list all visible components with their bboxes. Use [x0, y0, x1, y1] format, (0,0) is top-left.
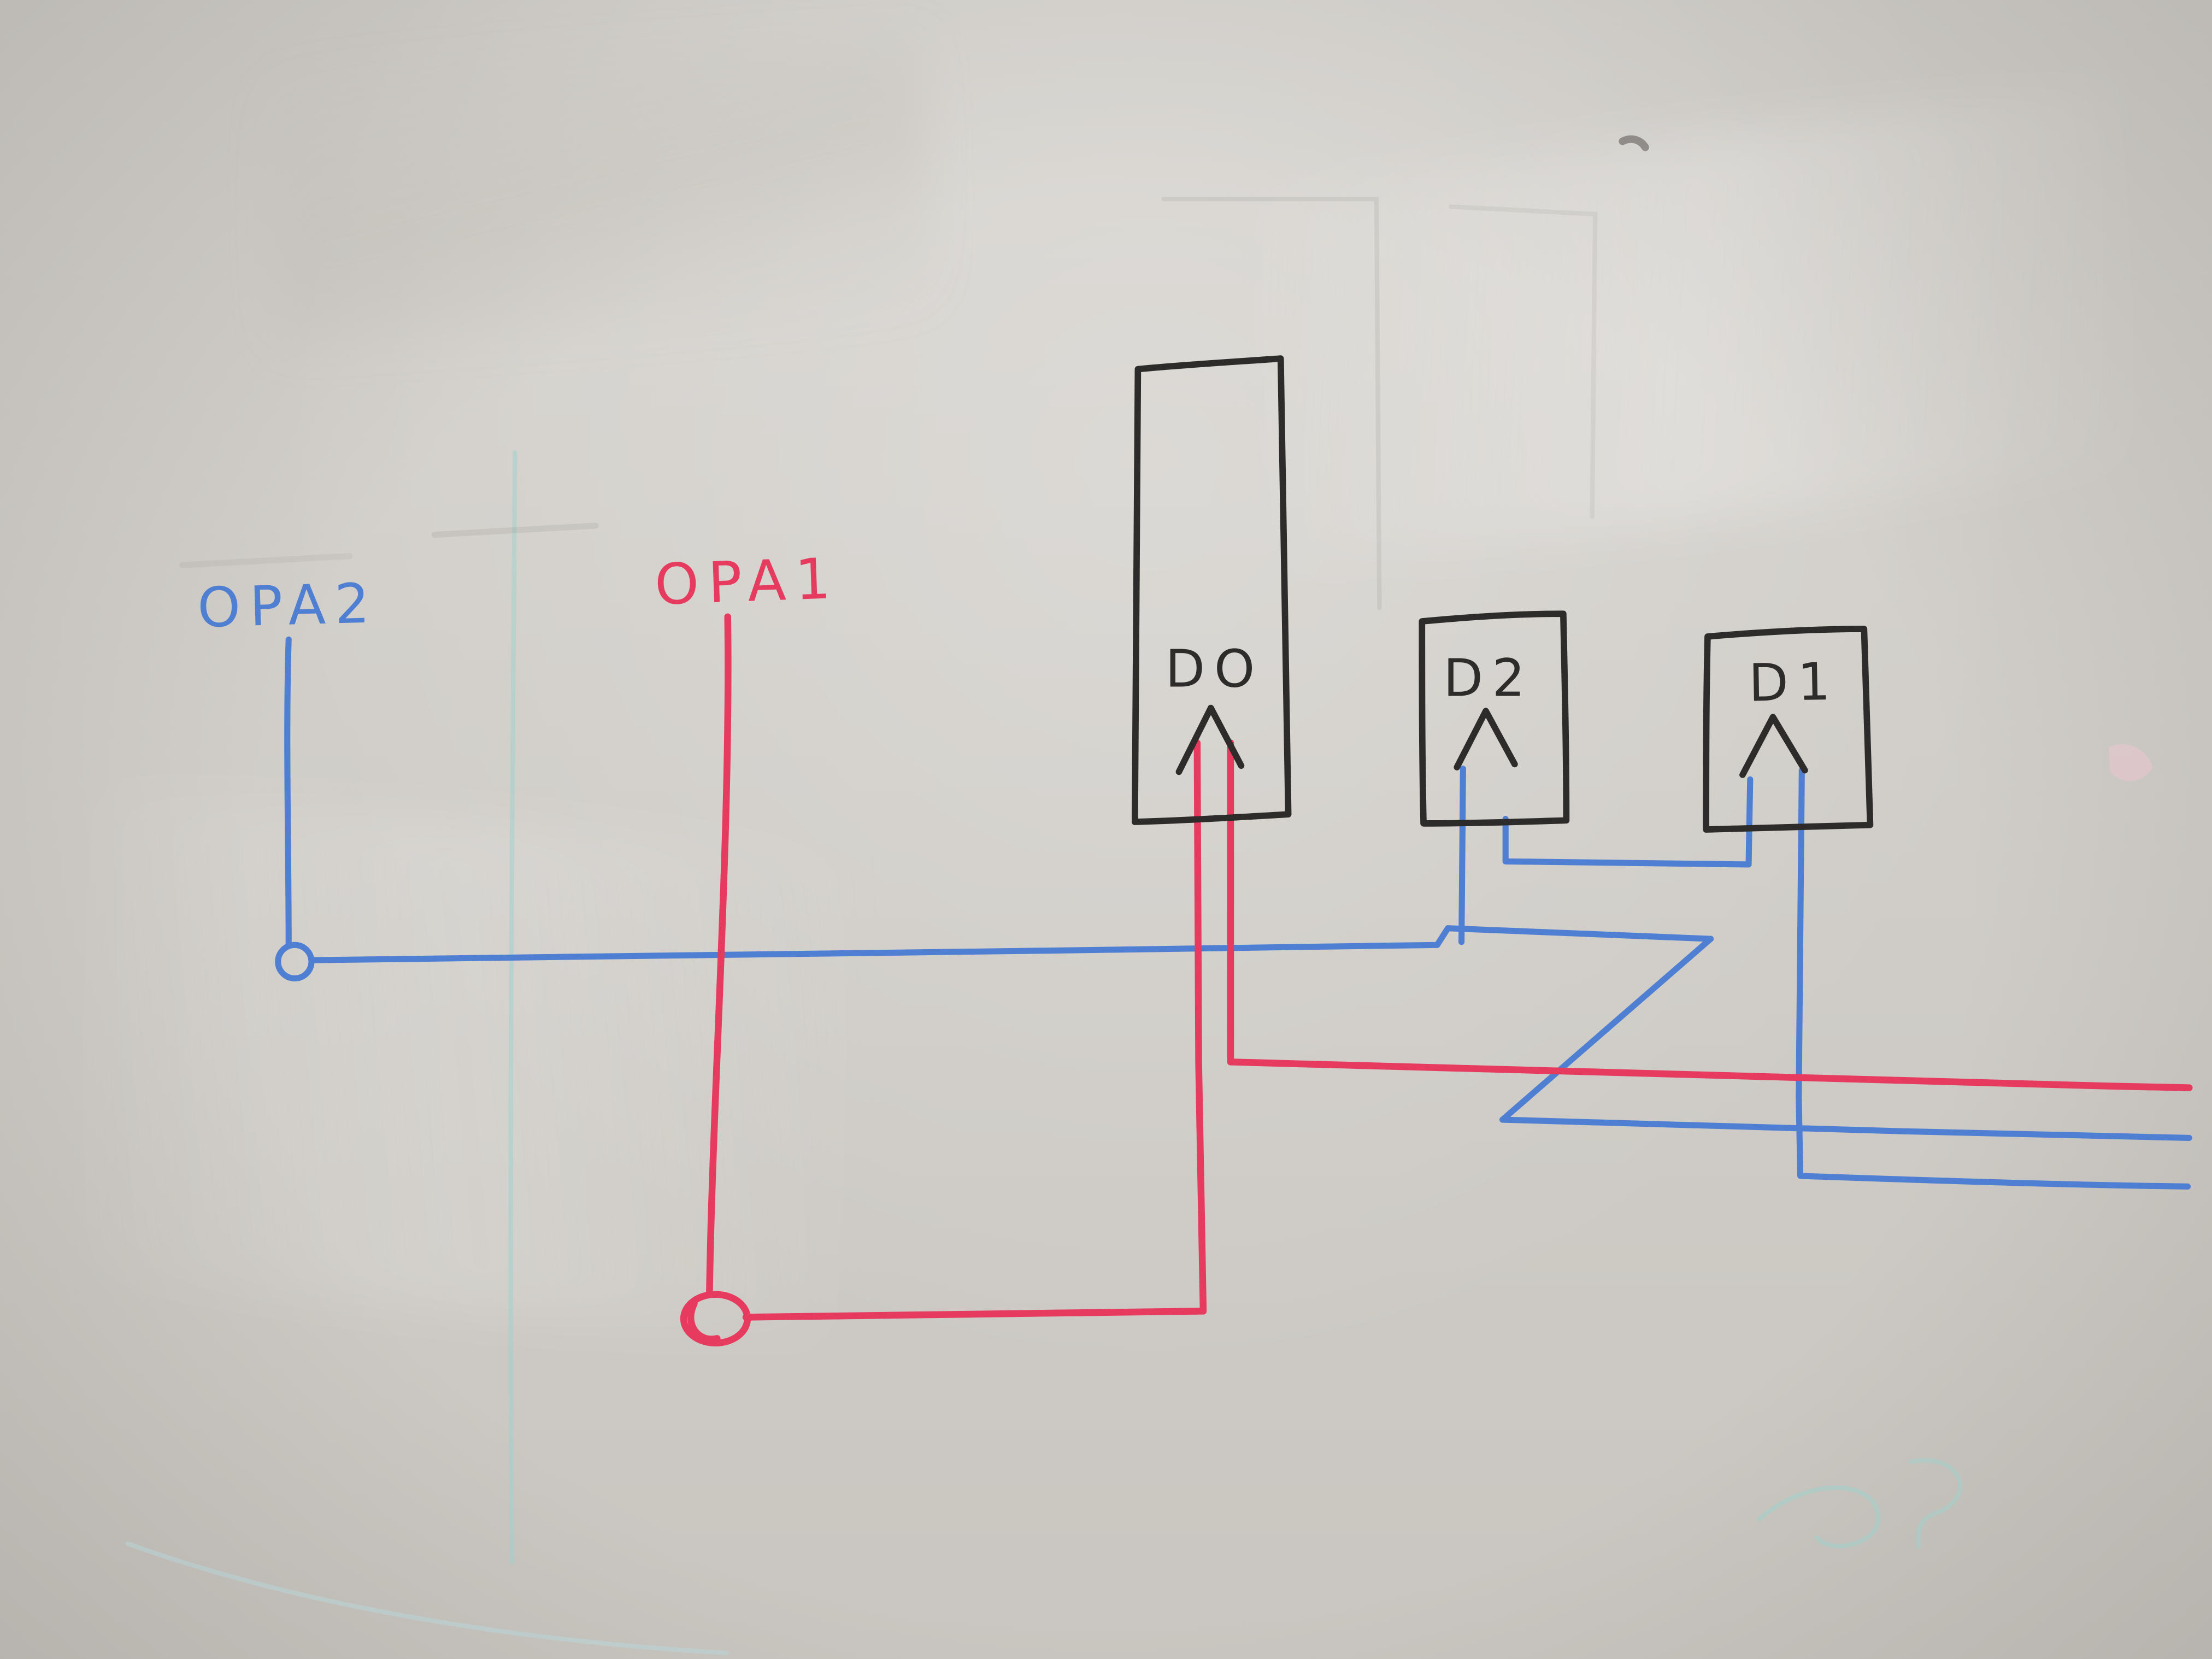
opa2-junction-circle — [275, 942, 315, 982]
smudge-dark-top — [1619, 135, 1649, 151]
component-box-d2 — [1419, 610, 1570, 827]
blue-right-rail-upper — [1499, 1116, 2192, 1141]
connector-boxes — [1131, 355, 1874, 833]
smudge-pink-right — [2108, 744, 2153, 781]
labels: OPA2 OPA1 DO D2 D1 — [197, 546, 1840, 714]
ghost-erased-word-line-2 — [179, 552, 353, 568]
ghost-marks — [125, 135, 2153, 1656]
label-d2: D2 — [1443, 648, 1534, 708]
red-horizontal-to-riser — [742, 1308, 1207, 1321]
red-right-rail — [1227, 1058, 2193, 1091]
d2-to-d1-link-wire — [1502, 776, 1754, 868]
blue-wire-net — [275, 636, 2192, 1190]
label-opa2: OPA2 — [197, 571, 380, 640]
ghost-erased-word-line — [431, 522, 599, 538]
d1-arrow-icon — [1739, 714, 1808, 778]
opa1-junction-inner-scribble — [687, 1300, 721, 1343]
label-d1: D1 — [1748, 652, 1840, 714]
ghost-teal-vertical-line — [508, 450, 517, 1564]
red-riser-left — [1193, 739, 1207, 1315]
component-box-d0 — [1131, 355, 1292, 825]
red-wire-net — [680, 613, 2193, 1346]
blue-main-bus — [310, 925, 1714, 963]
ghost-teal-squiggle-3 — [1757, 1485, 1881, 1549]
ghost-pencil-box-right — [1448, 204, 1598, 519]
d2-left-pin-wire — [1458, 766, 1466, 945]
d1-right-pin-wire — [1796, 767, 2191, 1190]
label-opa1: OPA1 — [654, 546, 841, 618]
d0-arrow-icon — [1175, 704, 1245, 775]
d2-arrow-icon — [1454, 708, 1518, 770]
blue-diagonal-jog — [1499, 936, 1714, 1123]
opa1-drop-wire — [706, 613, 732, 1297]
ghost-teal-squiggle-q — [1909, 1458, 1963, 1549]
component-box-d1 — [1703, 626, 1874, 833]
ghost-pencil-box-left — [1161, 197, 1382, 610]
ghost-cyan-arc — [125, 1541, 729, 1656]
label-d0: DO — [1165, 639, 1264, 699]
opa2-drop-wire — [284, 636, 292, 947]
